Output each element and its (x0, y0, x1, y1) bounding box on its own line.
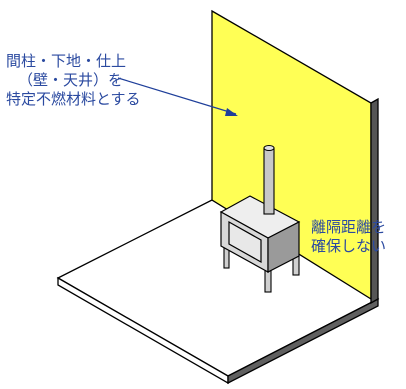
floor-right-edge (227, 297, 379, 385)
stove-window (228, 220, 262, 264)
floor-slab (56, 199, 380, 385)
chimney-top (263, 145, 275, 151)
arrow-pointer-icon (117, 77, 238, 116)
stove-chimney (263, 145, 275, 215)
wall-thickness (370, 97, 379, 305)
wall-annotation-line: （壁・天井）を (18, 71, 124, 89)
wall-annotation-line: 特定不燃材料とする (6, 90, 141, 108)
stove-side (267, 221, 300, 273)
stove-annotation-line: 確保しない (311, 237, 387, 255)
stove-annotation: 離隔距離を 確保しない (311, 218, 386, 256)
wall-annotation-line: 間柱・下地・仕上 (6, 52, 127, 70)
stove-annotation-line: 離隔距離を (311, 218, 387, 236)
wood-stove (219, 145, 301, 293)
wall-panel (211, 9, 379, 305)
chimney-pipe (263, 147, 275, 215)
wall-annotation: 間柱・下地・仕上 （壁・天井）を 特定不燃材料とする (6, 52, 141, 109)
